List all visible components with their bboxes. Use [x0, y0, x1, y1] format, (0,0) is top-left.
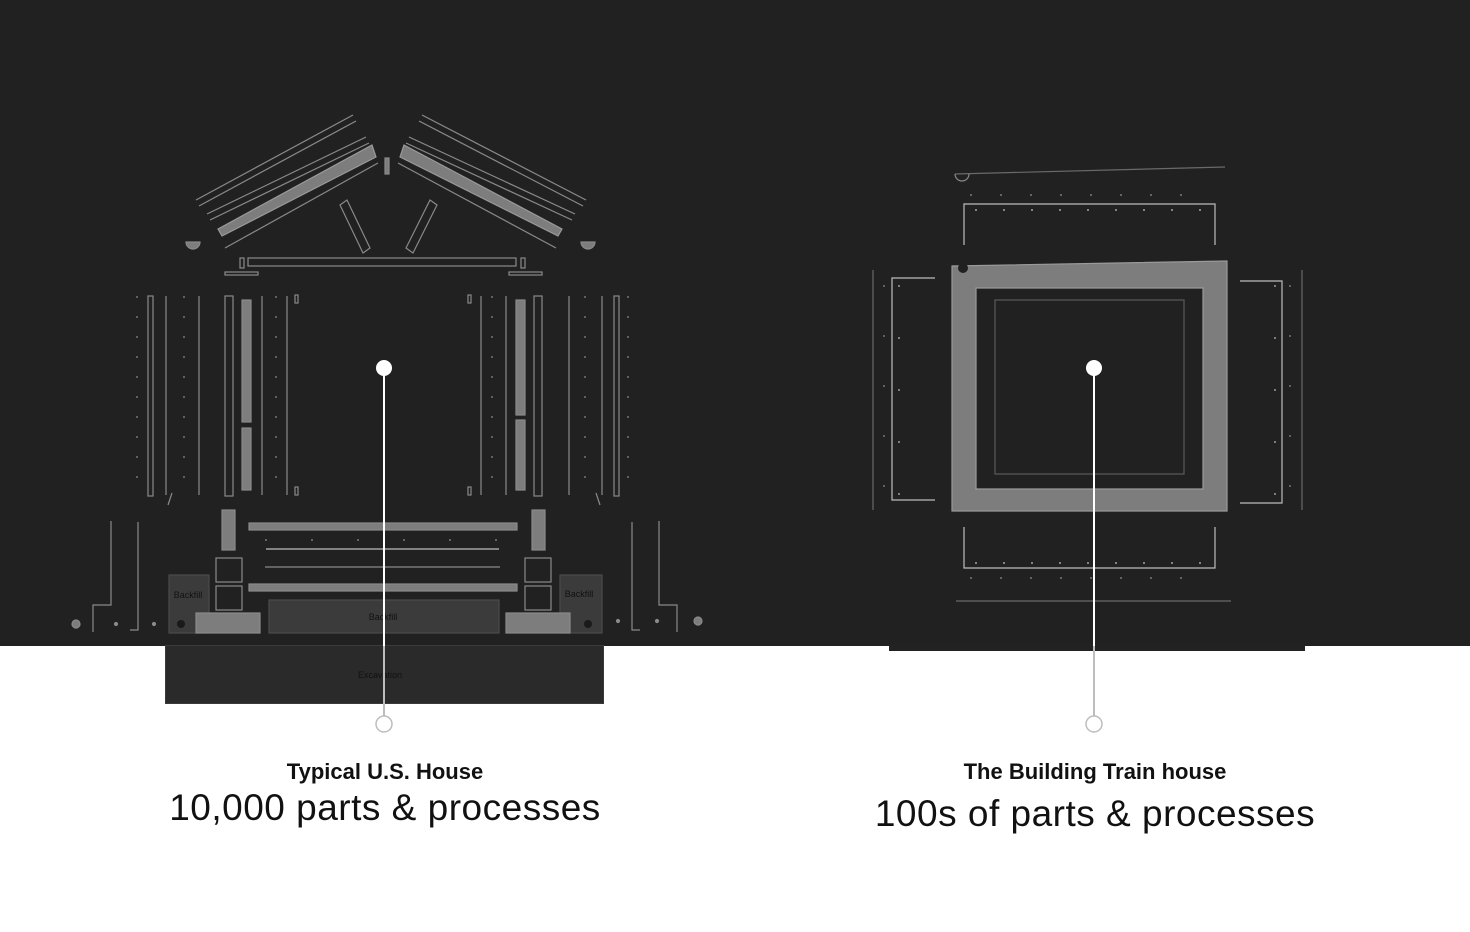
label-backfill-left: Backfill: [174, 590, 203, 600]
building-train-subtitle: 100s of parts & processes: [874, 793, 1316, 834]
right-diagram-base: [889, 644, 1305, 651]
left-pointer: [375, 360, 393, 733]
typical-house-subtitle: 10,000 parts & processes: [169, 787, 601, 828]
building-train-title: The Building Train house: [963, 759, 1227, 784]
wall-left: [136, 294, 299, 506]
label-excavation: Excavation: [358, 670, 402, 680]
right-pointer: [1085, 360, 1103, 733]
building-train-diagram: [872, 166, 1303, 602]
roof-right: [384, 114, 596, 254]
roof-left: [185, 114, 379, 254]
wall-right: [467, 294, 629, 506]
typical-house-caption: Typical U.S. House 10,000 parts & proces…: [85, 758, 685, 830]
label-backfill-right: Backfill: [565, 589, 594, 599]
building-train-caption: The Building Train house 100s of parts &…: [795, 758, 1395, 836]
typical-house-title: Typical U.S. House: [286, 759, 484, 784]
